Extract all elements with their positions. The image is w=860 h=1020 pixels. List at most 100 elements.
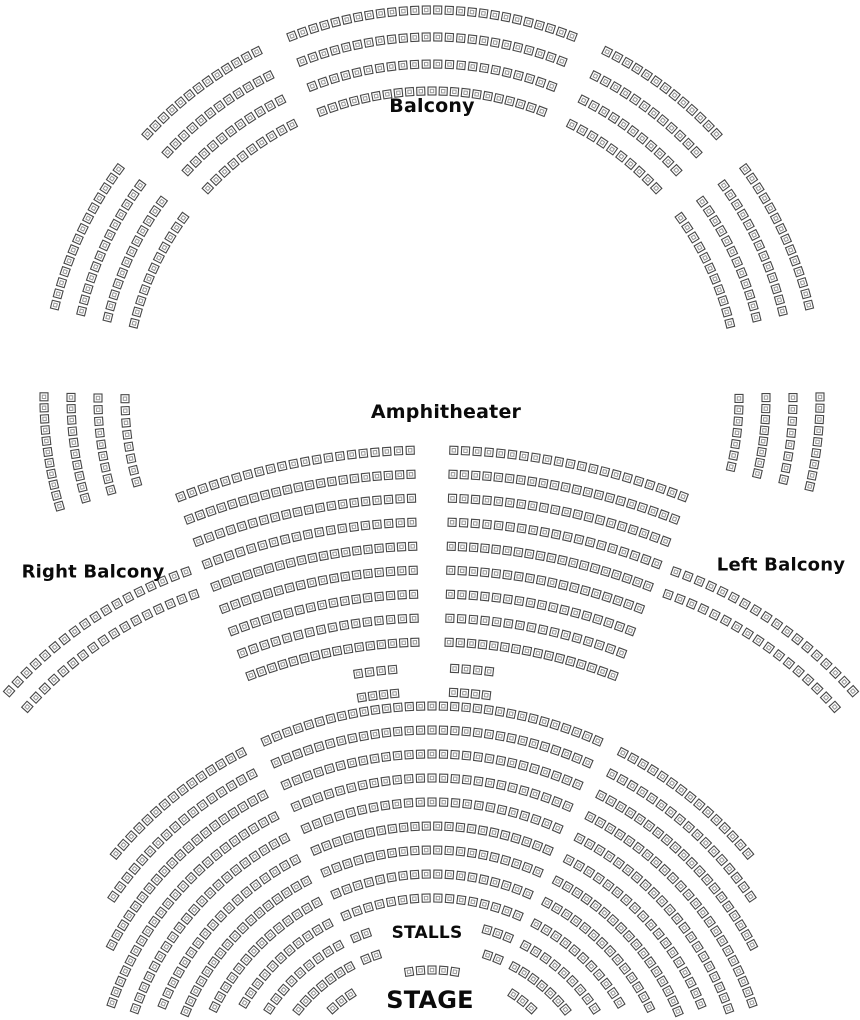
seat[interactable] bbox=[518, 810, 531, 822]
seat[interactable] bbox=[481, 949, 494, 961]
seat[interactable] bbox=[232, 87, 245, 100]
seat[interactable] bbox=[397, 566, 407, 576]
seat[interactable] bbox=[391, 798, 402, 810]
seat[interactable] bbox=[404, 86, 415, 97]
seat[interactable] bbox=[281, 632, 293, 644]
seat[interactable] bbox=[593, 639, 606, 651]
seat[interactable] bbox=[728, 909, 742, 923]
seat[interactable] bbox=[403, 773, 414, 784]
seat[interactable] bbox=[148, 119, 162, 133]
seat[interactable] bbox=[346, 757, 358, 769]
seat[interactable] bbox=[276, 460, 288, 472]
seat[interactable] bbox=[341, 883, 353, 896]
seat[interactable] bbox=[655, 894, 669, 908]
seat[interactable] bbox=[107, 627, 121, 640]
seat[interactable] bbox=[347, 708, 359, 720]
seat[interactable] bbox=[321, 945, 335, 958]
seat[interactable] bbox=[324, 738, 336, 750]
seat[interactable] bbox=[589, 69, 602, 83]
seat[interactable] bbox=[466, 847, 478, 859]
seat[interactable] bbox=[303, 719, 315, 731]
seat[interactable] bbox=[626, 779, 639, 793]
seat[interactable] bbox=[612, 594, 624, 607]
seat[interactable] bbox=[457, 566, 467, 576]
seat[interactable] bbox=[810, 447, 822, 459]
seat[interactable] bbox=[94, 427, 105, 438]
seat[interactable] bbox=[120, 405, 131, 416]
seat[interactable] bbox=[321, 918, 334, 931]
seat[interactable] bbox=[181, 163, 195, 177]
seat[interactable] bbox=[261, 899, 275, 913]
seat[interactable] bbox=[746, 938, 759, 952]
seat[interactable] bbox=[506, 732, 517, 744]
seat[interactable] bbox=[252, 75, 265, 88]
seat[interactable] bbox=[744, 890, 757, 903]
seat[interactable] bbox=[383, 494, 394, 505]
seat[interactable] bbox=[449, 966, 461, 977]
seat[interactable] bbox=[188, 588, 200, 601]
seat[interactable] bbox=[340, 41, 352, 53]
seat[interactable] bbox=[253, 105, 267, 118]
seat[interactable] bbox=[206, 918, 220, 932]
seat[interactable] bbox=[370, 90, 382, 102]
seat[interactable] bbox=[556, 554, 568, 566]
seat[interactable] bbox=[604, 492, 616, 504]
seat[interactable] bbox=[81, 212, 95, 225]
seat[interactable] bbox=[478, 8, 489, 19]
seat[interactable] bbox=[262, 588, 274, 600]
seat[interactable] bbox=[455, 6, 466, 16]
seat[interactable] bbox=[550, 529, 562, 540]
seat[interactable] bbox=[786, 428, 797, 438]
seat[interactable] bbox=[613, 996, 626, 1010]
seat[interactable] bbox=[409, 613, 419, 623]
seat[interactable] bbox=[499, 642, 510, 653]
seat[interactable] bbox=[626, 124, 640, 138]
seat[interactable] bbox=[668, 513, 681, 525]
seat[interactable] bbox=[349, 473, 360, 484]
seat[interactable] bbox=[697, 950, 710, 963]
seat[interactable] bbox=[709, 272, 721, 285]
seat[interactable] bbox=[493, 496, 504, 507]
seat[interactable] bbox=[315, 624, 327, 636]
seat[interactable] bbox=[495, 730, 506, 742]
seat[interactable] bbox=[245, 542, 258, 555]
seat[interactable] bbox=[196, 798, 209, 812]
seat[interactable] bbox=[472, 665, 483, 676]
seat[interactable] bbox=[331, 645, 343, 657]
seat[interactable] bbox=[602, 617, 615, 629]
seat[interactable] bbox=[766, 271, 779, 284]
seat[interactable] bbox=[176, 879, 190, 893]
seat[interactable] bbox=[587, 463, 599, 475]
seat[interactable] bbox=[71, 233, 84, 246]
seat[interactable] bbox=[527, 524, 539, 536]
seat[interactable] bbox=[360, 520, 371, 531]
seat[interactable] bbox=[67, 244, 80, 256]
seat[interactable] bbox=[491, 616, 502, 627]
seat[interactable] bbox=[395, 518, 406, 528]
seat[interactable] bbox=[598, 906, 611, 920]
seat[interactable] bbox=[540, 791, 552, 804]
seat[interactable] bbox=[157, 997, 170, 1010]
seat[interactable] bbox=[221, 938, 235, 952]
seat[interactable] bbox=[375, 825, 387, 836]
seat[interactable] bbox=[504, 95, 516, 107]
seat[interactable] bbox=[693, 864, 707, 878]
seat[interactable] bbox=[727, 954, 740, 967]
seat[interactable] bbox=[444, 637, 454, 647]
seat[interactable] bbox=[710, 127, 723, 141]
seat[interactable] bbox=[109, 218, 122, 231]
seat[interactable] bbox=[380, 776, 391, 787]
seat[interactable] bbox=[50, 489, 62, 501]
seat[interactable] bbox=[625, 498, 638, 510]
seat[interactable] bbox=[569, 914, 583, 928]
seat[interactable] bbox=[222, 93, 236, 106]
seat[interactable] bbox=[329, 548, 340, 560]
seat[interactable] bbox=[273, 585, 285, 597]
seat[interactable] bbox=[693, 575, 706, 588]
seat[interactable] bbox=[369, 729, 381, 740]
seat[interactable] bbox=[386, 847, 398, 859]
seat[interactable] bbox=[168, 570, 181, 583]
seat[interactable] bbox=[448, 687, 459, 698]
seat[interactable] bbox=[721, 306, 733, 318]
seat[interactable] bbox=[455, 638, 466, 648]
